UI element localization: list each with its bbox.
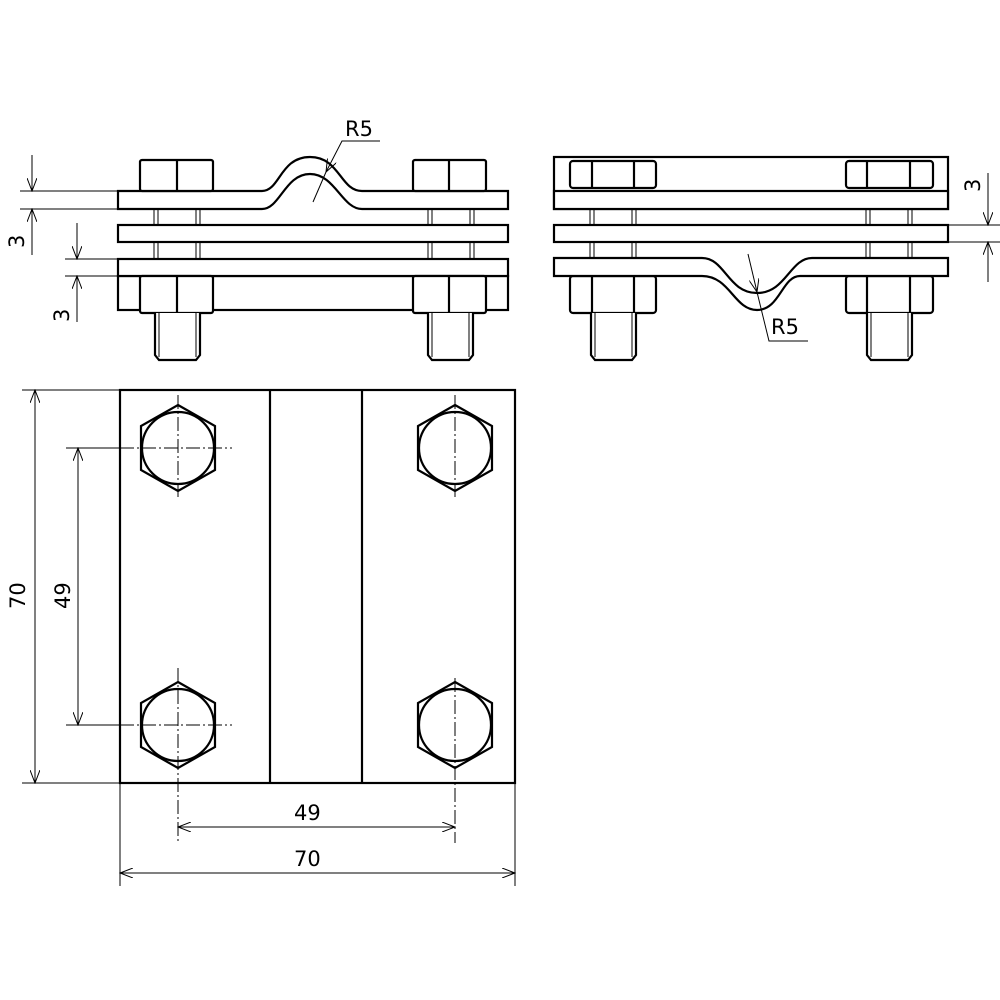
radius-label: R5 xyxy=(771,315,799,339)
center-lines xyxy=(120,395,456,843)
hex-nut-icon xyxy=(568,159,935,315)
dimension-label: 70 xyxy=(294,847,321,871)
radius-callout: R5 xyxy=(747,253,808,342)
radius-label: R5 xyxy=(345,117,373,141)
middle-plate xyxy=(552,223,950,244)
dimension-label: 3 xyxy=(961,179,985,192)
top-plate-with-bump xyxy=(116,155,510,211)
dimension-thickness-1: 3 xyxy=(5,155,118,255)
bottom-plate xyxy=(116,257,510,278)
dimension-bolt-spacing-vertical: 49 xyxy=(51,448,120,725)
dimension-width: 70 xyxy=(120,783,515,886)
bolt-thread-ends xyxy=(153,313,475,362)
dimension-label: 3 xyxy=(50,309,74,322)
middle-plate xyxy=(116,223,510,244)
dimension-height: 70 xyxy=(6,390,120,783)
top-view: 70 49 49 70 xyxy=(6,388,517,886)
dimension-label: 70 xyxy=(6,582,30,609)
bolt-thread-ends xyxy=(589,313,914,362)
dimension-bolt-spacing-horizontal: 49 xyxy=(178,801,455,827)
top-plate xyxy=(552,189,950,211)
dimension-thickness-2: 3 xyxy=(50,223,118,322)
dimension-label: 3 xyxy=(5,235,29,248)
dimension-label: 49 xyxy=(294,801,321,825)
dimension-thickness: 3 xyxy=(948,173,1000,282)
radius-callout: R5 xyxy=(312,117,380,203)
side-view: 3 R5 xyxy=(552,155,1000,362)
dimension-label: 49 xyxy=(51,582,75,609)
front-view: 3 3 R5 xyxy=(5,117,510,362)
bottom-plate-with-dip xyxy=(552,256,950,312)
